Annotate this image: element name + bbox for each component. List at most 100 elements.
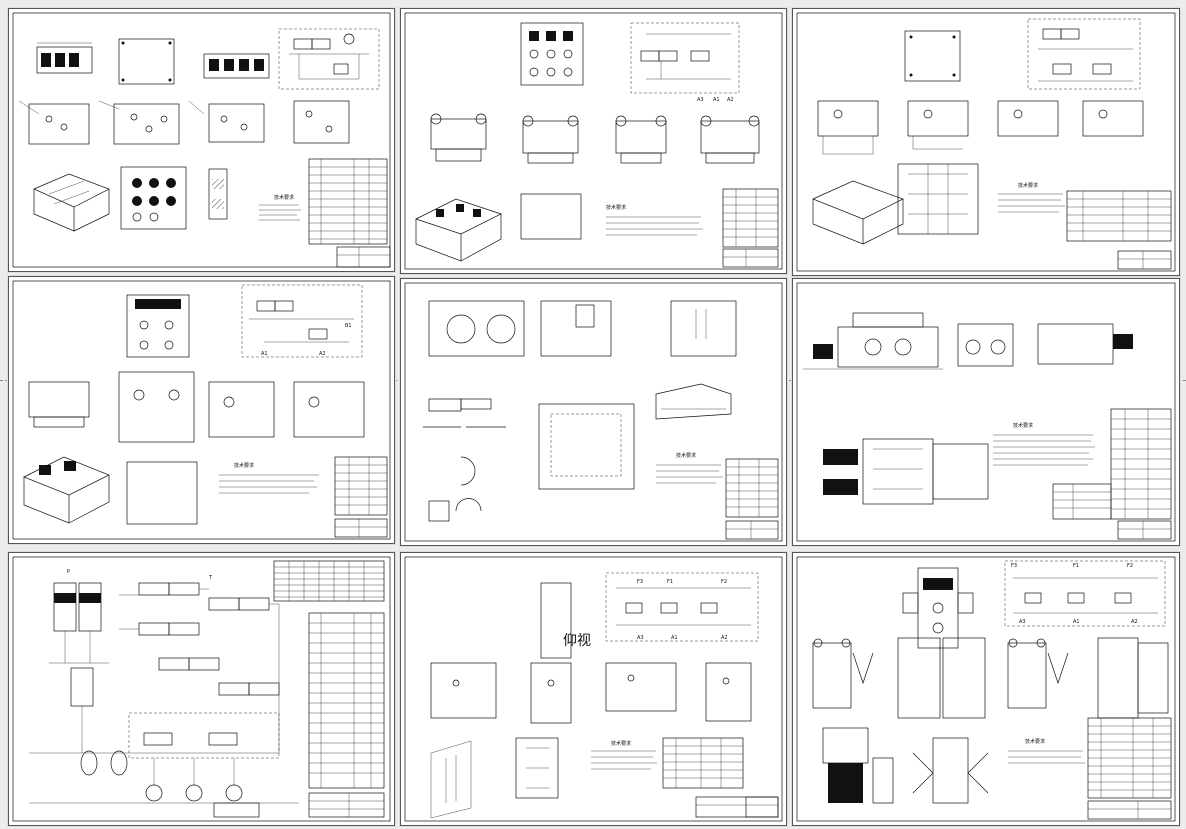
sheet-1-drawing: 技术要求 [12, 12, 391, 268]
sheet-3-drawing: 技术要求 [796, 12, 1176, 272]
drawing-sheet-8[interactable]: 仰视 F3 F1 F2 A3 A1 A2 技术要求 [400, 552, 787, 826]
manifold-top-view [118, 38, 175, 85]
tech-req-title-6: 技术要求 [1013, 422, 1033, 429]
port-f3-label-9: F3 [1011, 563, 1017, 569]
port-f2-label-9: F2 [1127, 563, 1133, 569]
drawing-sheet-1[interactable]: 技术要求 [8, 8, 395, 272]
valve-block-top-view [520, 22, 584, 86]
tech-req-title-9: 技术要求 [1025, 738, 1045, 745]
title-block-3 [1117, 250, 1172, 270]
drawing-sheet-9[interactable]: F3 F1 F2 A3 A1 A2 技术要求 [792, 552, 1180, 826]
tank-front-view-5 [428, 300, 525, 357]
valve-top-view-4 [126, 294, 190, 358]
tech-req-title-4: 技术要求 [234, 462, 254, 469]
tech-req-lines-5 [656, 464, 723, 484]
sheet-6-drawing: 技术要求 [796, 282, 1176, 542]
title-block-6 [1117, 520, 1172, 540]
tech-req-lines-9 [1008, 750, 1085, 764]
section-views-row [18, 100, 350, 145]
tech-req-title-2: 技术要求 [606, 204, 626, 211]
sheet-2-drawing: A3 A1 A2 技术要求 [404, 12, 783, 270]
manifold-side-view [203, 53, 270, 79]
parts-list-2 [722, 188, 779, 248]
hydraulic-schematic-9: F3 F1 F2 A3 A1 A2 [1004, 560, 1166, 627]
parts-list-6 [1052, 408, 1172, 520]
sheet-7-drawing: P T [12, 556, 391, 822]
port-f3-label: F3 [637, 579, 643, 585]
sheet-8-drawing: 仰视 F3 F1 F2 A3 A1 A2 技术要求 [404, 556, 783, 822]
valve-parameter-table [273, 560, 385, 602]
hydraulic-schematic-4: A1 A2 B1 [241, 284, 363, 358]
block-views-row-8 [430, 662, 752, 724]
parts-list-1 [308, 158, 388, 245]
tech-req-lines-2 [606, 216, 703, 236]
filter-assembly-views [812, 637, 1169, 719]
sheet-4-drawing: A1 A2 B1 技术要求 [12, 280, 391, 540]
isometric-view-1 [33, 173, 110, 232]
ladder-detail-5 [655, 383, 732, 420]
port-f2-label: F2 [721, 579, 727, 585]
section-view-8 [515, 737, 559, 799]
sheet-5-drawing: 技术要求 [404, 282, 783, 542]
isometric-assembly-3 [812, 180, 904, 245]
port-a2-label: A2 [727, 97, 734, 103]
tech-req-lines-3 [998, 193, 1065, 213]
tech-req-lines-6 [993, 434, 1095, 466]
port-a2-label-9: A2 [1131, 619, 1138, 625]
drawing-sheet-7[interactable]: P T [8, 552, 395, 826]
drawing-sheet-4[interactable]: A1 A2 B1 技术要求 [8, 276, 395, 544]
parts-list-8 [662, 737, 744, 789]
plate-top-view-3 [904, 30, 961, 82]
lid-plan-view-5 [538, 403, 635, 490]
view-direction-label: 仰视 [563, 633, 591, 649]
sheet-9-drawing: F3 F1 F2 A3 A1 A2 技术要求 [796, 556, 1176, 822]
title-block-7 [308, 792, 385, 818]
port-a3-label-9: A3 [1019, 619, 1026, 625]
side-block-view-2 [520, 193, 582, 240]
title-block-4 [334, 518, 388, 538]
vertical-section [208, 168, 228, 220]
port-f1-label: F1 [667, 579, 673, 585]
isometric-assembly-2 [415, 198, 502, 262]
parts-list-9 [1087, 717, 1172, 799]
port-a2-label-8: A2 [721, 635, 728, 641]
drawing-sheet-3[interactable]: 技术要求 [792, 8, 1180, 276]
tech-req-title-1: 技术要求 [274, 194, 294, 201]
hydraulic-schematic-3 [1027, 18, 1141, 90]
port-p-label-7: P [67, 569, 70, 575]
hydraulic-schematic-1 [278, 28, 380, 90]
tech-req-title-8: 技术要求 [611, 740, 631, 747]
block-side-view-4 [126, 461, 198, 525]
tank-end-view-5 [670, 300, 737, 357]
assembly-views-row-4 [28, 371, 365, 443]
port-a1-label-9: A1 [1073, 619, 1080, 625]
parts-list-4 [334, 456, 388, 516]
port-a1-label: A1 [713, 97, 720, 103]
port-a3-label: A3 [697, 97, 704, 103]
port-a2-label-4: A2 [319, 351, 326, 357]
parts-list-5 [725, 458, 779, 518]
drawing-sheet-6[interactable]: 技术要求 [792, 278, 1180, 546]
isometric-assembly-4 [23, 456, 110, 524]
manifold-front-view [36, 42, 93, 74]
tech-req-lines-1 [259, 204, 301, 221]
tech-req-title-5: 技术要求 [676, 452, 696, 459]
title-block-2 [722, 248, 779, 268]
tech-req-lines-8 [591, 750, 657, 770]
section-views-row-3 [817, 100, 1144, 155]
drawing-sheet-2[interactable]: A3 A1 A2 技术要求 [400, 8, 787, 274]
parts-list-3 [1066, 190, 1172, 242]
manifold-detail-9 [912, 737, 989, 804]
assembly-views-row-2 [430, 113, 760, 164]
port-a3-label-8: A3 [637, 635, 644, 641]
power-unit-side-view [957, 323, 1014, 367]
tank-side-view-5 [540, 300, 612, 357]
assembly-detail-3 [897, 163, 979, 235]
drawing-sheet-5[interactable]: 技术要求 [400, 278, 787, 546]
port-f1-label-9: F1 [1073, 563, 1079, 569]
hydraulic-circuit-diagram: P T [29, 569, 299, 818]
power-unit-end-view [1037, 323, 1133, 365]
detail-views-5 [423, 398, 506, 522]
tech-req-lines-4 [219, 474, 319, 494]
port-detail-view [120, 166, 187, 230]
